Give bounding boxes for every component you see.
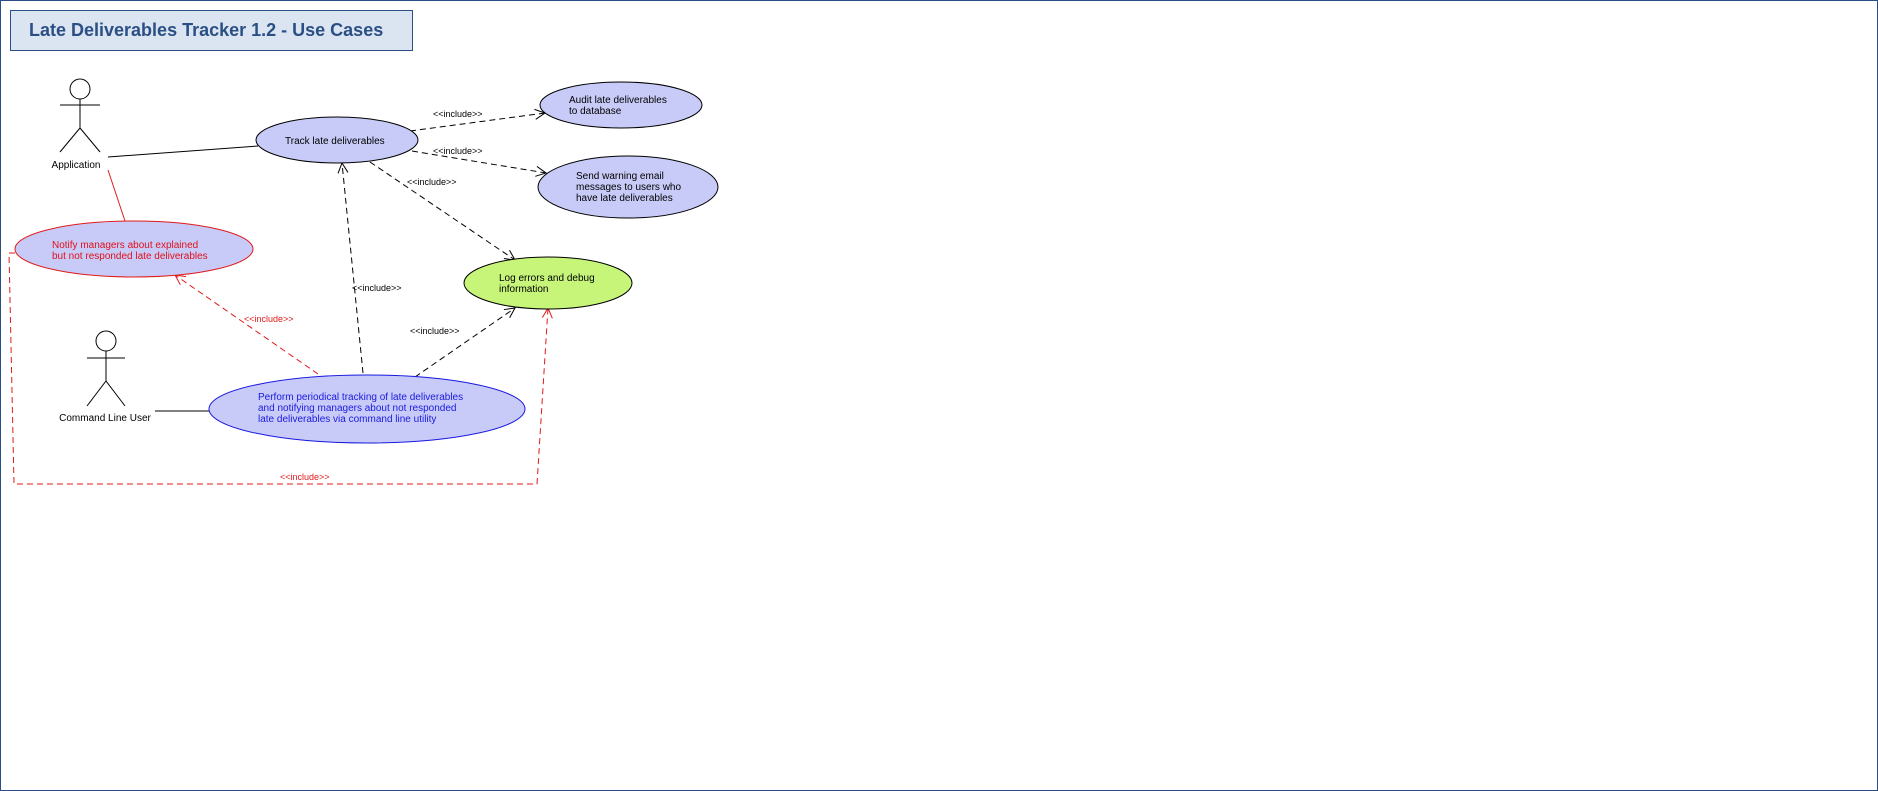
use-case-periodic-line-1: Perform periodical tracking of late deli… [258, 392, 463, 403]
use-case-audit-line-2: to database [569, 106, 622, 117]
include-notify-log [8, 252, 548, 485]
include-label-track-log: <<include>> [407, 177, 457, 187]
include-periodic-notify [175, 275, 319, 375]
include-label-notify-log: <<include>> [280, 472, 330, 482]
include-label-periodic-track: <<include>> [352, 283, 402, 293]
include-label-periodic-notify: <<include>> [244, 314, 294, 324]
actor-command-line-user [86, 330, 126, 407]
svg-text:Notify managers about explaine: Notify managers about explained but not … [52, 240, 208, 262]
use-case-send-warning-email[interactable]: Send warning email messages to users who… [537, 155, 719, 219]
svg-text:Audit late deliverables: Audit late deliverables to database [569, 95, 670, 117]
include-track-log [369, 161, 515, 260]
use-case-warning-line-2: messages to users who [576, 182, 681, 193]
actor-application [59, 78, 101, 153]
include-track-warning [411, 150, 546, 173]
include-periodic-track [342, 163, 364, 374]
use-case-notify-managers[interactable]: Notify managers about explained but not … [14, 220, 254, 278]
include-label-track-audit: <<include>> [433, 109, 483, 119]
use-case-notify-line-2: but not responded late deliverables [52, 251, 208, 262]
use-case-track-line-1: Track late deliverables [285, 136, 385, 147]
actor-application-label: Application [52, 160, 101, 171]
diagram-title-box: Late Deliverables Tracker 1.2 - Use Case… [10, 10, 413, 51]
svg-text:Send warning email messa: Send warning email messages to users who… [576, 171, 684, 204]
include-periodic-log [414, 308, 515, 378]
svg-text:Log errors and debug inf: Log errors and debug information [499, 273, 597, 295]
diagram-title: Late Deliverables Tracker 1.2 - Use Case… [29, 20, 384, 40]
svg-text:Perform periodical tracking of: Perform periodical tracking of late deli… [258, 392, 466, 425]
include-label-periodic-log: <<include>> [410, 326, 460, 336]
use-case-periodic-tracking[interactable]: Perform periodical tracking of late deli… [208, 374, 526, 444]
use-case-log-line-2: information [499, 284, 548, 295]
association-application-notify [107, 169, 126, 222]
use-case-audit-line-1: Audit late deliverables [569, 95, 667, 106]
include-label-track-warning: <<include>> [433, 146, 483, 156]
use-case-notify-line-1: Notify managers about explained [52, 240, 198, 251]
use-case-audit-late-deliverables[interactable]: Audit late deliverables to database [539, 81, 703, 129]
use-case-log-line-1: Log errors and debug [499, 273, 595, 284]
use-case-periodic-line-2: and notifying managers about not respond… [258, 403, 456, 414]
use-case-track-late-deliverables[interactable]: Track late deliverables [255, 116, 419, 164]
association-application-track [107, 145, 259, 158]
use-case-log-errors[interactable]: Log errors and debug information [463, 256, 633, 310]
use-case-periodic-line-3: late deliverables via command line utili… [258, 414, 436, 425]
use-case-warning-line-3: have late deliverables [576, 193, 673, 204]
use-case-warning-line-1: Send warning email [576, 171, 664, 182]
actor-command-line-user-label: Command Line User [59, 413, 151, 424]
svg-text:Track late deliverables: Track late deliverables [285, 136, 385, 147]
include-track-audit [409, 113, 545, 132]
